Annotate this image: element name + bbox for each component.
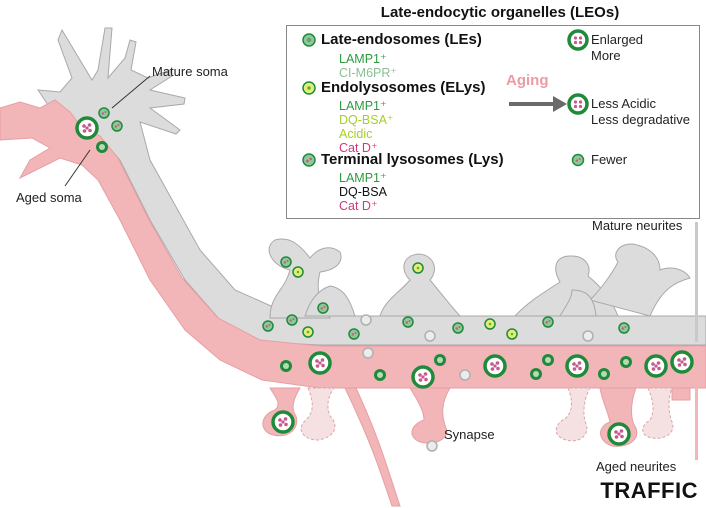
aged-soma-leader [64,149,91,187]
late-endosome-icon [302,33,316,47]
aging-label: Aging [506,72,549,89]
effect-less-degradative: Less degradative [591,112,691,127]
effect-more: More [591,48,621,63]
less-acidic-icon [567,93,589,115]
fewer-icon [571,153,585,167]
ely-marker-acidic: Acidic [339,127,373,141]
mature-bar [695,222,698,342]
lys-marker-catd: Cat D⁺ [339,199,378,213]
effect-less-acidic: Less Acidic [591,96,657,111]
legend-graphics [302,29,589,167]
le-marker-cim6pr: CI-M6PR⁺ [339,66,397,80]
mature-neurites-label: Mature neurites [592,218,683,233]
aged-soma-label: Aged soma [16,190,82,205]
late-endosomes-title: Late-endosomes (LEs) [321,31,482,48]
mature-soma-label: Mature soma [152,64,228,79]
effect-fewer: Fewer [591,152,628,167]
le-marker-lamp1: LAMP1⁺ [339,52,387,66]
legend-box: Late-endosomes (LEs) LAMP1⁺ CI-M6PR⁺ End… [286,25,700,219]
lys-marker-lamp1: LAMP1⁺ [339,171,387,185]
ely-marker-lamp1: LAMP1⁺ [339,99,387,113]
enlarged-icon [567,29,589,51]
aged-neurites-label: Aged neurites [596,459,677,474]
terminal-lysosome-icon [302,153,316,167]
endolysosomes-title: Endolysosomes (ELys) [321,79,486,96]
effect-enlarged: Enlarged [591,32,644,47]
aging-arrow [509,96,567,112]
mature-soma-leader [111,75,151,109]
aged-bar [695,346,698,460]
degenerated-spines [300,387,674,442]
ely-marker-dqbsa: DQ-BSA⁺ [339,113,394,127]
terminal-lysosomes-title: Terminal lysosomes (Lys) [321,151,504,168]
aged-axon [344,387,401,507]
figure-title: Late-endocytic organelles (LEOs) [380,4,620,21]
endolysosome-icon [302,81,316,95]
traffic-label: TRAFFIC [600,478,698,503]
lys-marker-dqbsa: DQ-BSA [339,185,387,199]
ely-marker-catd: Cat D⁺ [339,141,378,155]
synapse-label: Synapse [444,427,495,442]
